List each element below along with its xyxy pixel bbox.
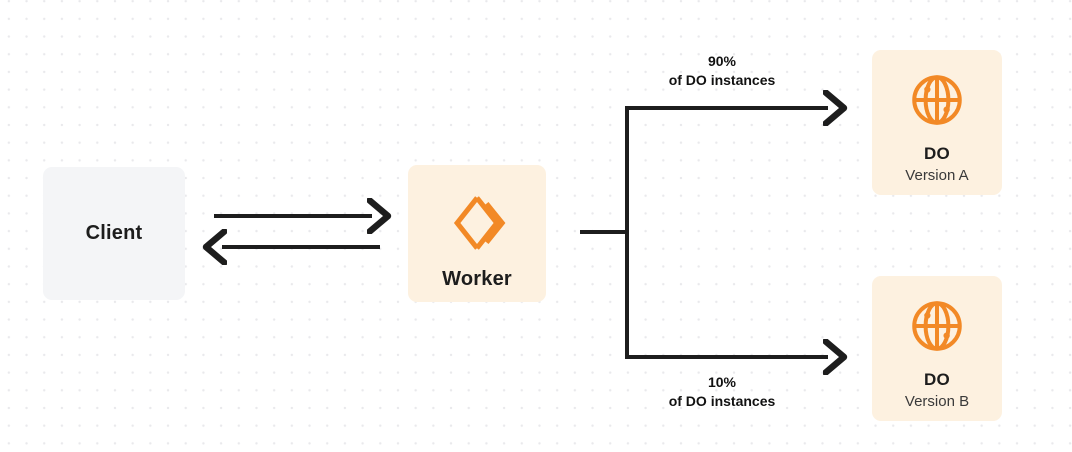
node-client[interactable]: Client [43,167,185,300]
node-worker-label: Worker [442,268,512,290]
edge-worker-to-do-b [625,232,828,357]
edge-label-do-a-caption: of DO instances [668,72,776,88]
node-do-version-a[interactable]: DO Version A [872,50,1002,195]
node-do-b-subtitle: Version B [904,393,970,410]
node-worker[interactable]: Worker [408,165,546,302]
edge-label-do-a-percent: 90% [707,53,737,69]
edge-worker-to-do-a [625,108,828,232]
node-client-label: Client [85,222,143,244]
node-do-a-title: DO [923,144,951,163]
edge-label-do-a: 90% of DO instances [627,52,817,90]
edge-label-do-b-caption: of DO instances [668,393,776,409]
node-do-version-b[interactable]: DO Version B [872,276,1002,421]
globe-icon [909,72,965,128]
cloudflare-workers-icon [446,192,508,254]
node-do-a-subtitle: Version A [905,167,969,184]
edge-label-do-b-percent: 10% [707,374,737,390]
node-do-b-title: DO [923,370,951,389]
globe-icon [909,298,965,354]
edge-label-do-b: 10% of DO instances [627,373,817,411]
